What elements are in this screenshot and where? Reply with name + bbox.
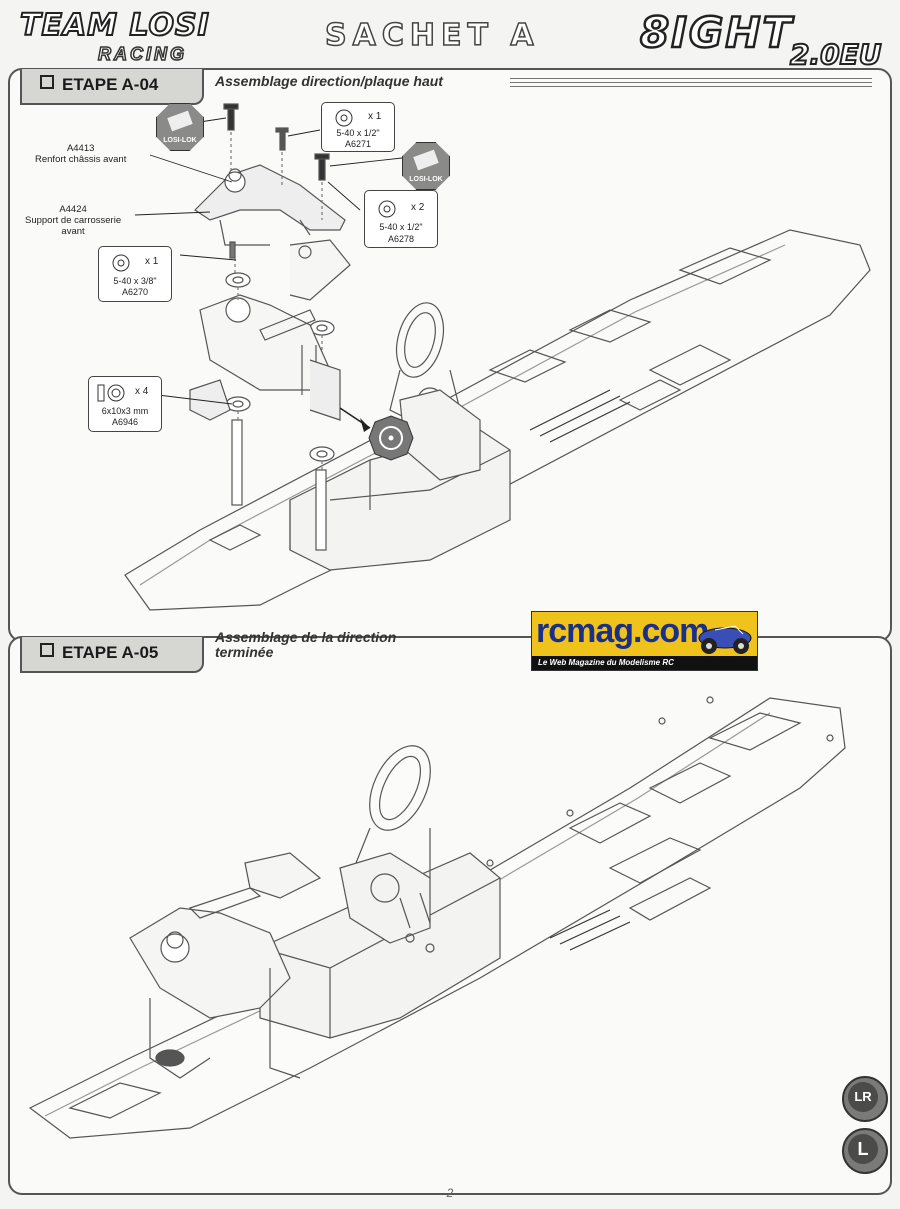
left-right-badge: LR [842, 1076, 888, 1122]
bag-title: SACHET A [324, 17, 540, 54]
part-callout-a4413: A4413 Renfort châssis avant [35, 143, 127, 165]
step-a04-description: Assemblage direction/plaque haut [215, 73, 443, 89]
step-a04-tab: ETAPE A-04 [20, 69, 204, 105]
rcmag-watermark[interactable]: rcmag.com Le Web Magazine du Modelisme R… [531, 611, 758, 671]
product-name: 8IGHT [639, 7, 794, 59]
rc-car-icon [698, 625, 752, 654]
page-header: TEAM LOSI RACING SACHET A 8IGHT 2.0EU [0, 0, 900, 72]
brand-subtitle: RACING [97, 43, 187, 65]
losi-lok-icon: LOSI-LOK [402, 142, 450, 190]
step-a05-label: ETAPE A-05 [62, 643, 159, 662]
page-number: 2 [446, 1186, 454, 1200]
product-logo: 8IGHT 2.0EU [639, 7, 890, 72]
screw-icon [335, 109, 353, 127]
losi-lok-icon: LOSI-LOK [156, 103, 204, 151]
left-badge: L [842, 1128, 888, 1174]
hardware-box-a6946: x 4 6x10x3 mm A6946 [88, 376, 162, 432]
bearing-icon [97, 384, 125, 402]
step-a05-description: Assemblage de la direction terminée [215, 629, 397, 660]
hardware-box-a6270: x 1 5-40 x 3/8" A6270 [98, 246, 172, 302]
step-a04-panel: ETAPE A-04 Assemblage direction/plaque h… [8, 68, 892, 642]
team-losi-logo: TEAM LOSI RACING [19, 7, 220, 65]
hardware-box-a6278: x 2 5-40 x 1/2" A6278 [364, 190, 438, 248]
checkbox-icon[interactable] [40, 643, 54, 657]
screw-icon [112, 254, 130, 272]
product-version: 2.0EU [789, 37, 882, 72]
step-a05-tab: ETAPE A-05 [20, 637, 204, 673]
part-callout-a4424: A4424 Support de carrosserie avant [25, 204, 122, 237]
hardware-box-a6271: x 1 5-40 x 1/2" A6271 [321, 102, 395, 152]
checkbox-icon[interactable] [40, 75, 54, 89]
rotate-icon [339, 407, 414, 461]
step-a04-label: ETAPE A-04 [62, 75, 159, 94]
step-a05-panel: ETAPE A-05 Assemblage de la direction te… [8, 630, 892, 1195]
screw-icon [378, 200, 396, 218]
rcmag-logo-text: rcmag.com [536, 612, 709, 650]
rcmag-tagline: Le Web Magazine du Modelisme RC [532, 656, 757, 670]
header-rule-lines [510, 78, 872, 92]
step-a05-drawing [28, 696, 846, 1139]
step-a04-drawing [124, 103, 871, 611]
brand-name: TEAM LOSI [19, 7, 210, 44]
